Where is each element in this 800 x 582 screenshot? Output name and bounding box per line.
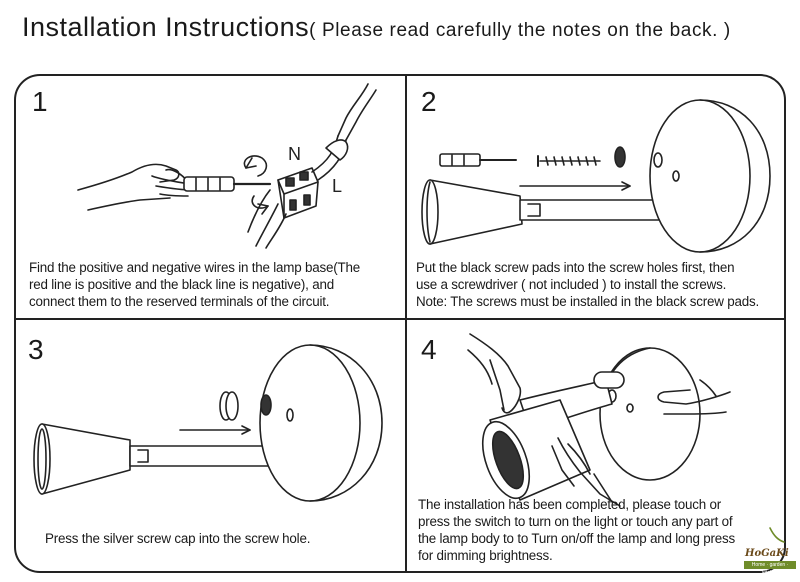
brand-logo: HoGaKi (745, 548, 789, 559)
step-4-number: 4 (421, 334, 437, 365)
step-1-line: connect them to the reserved terminals o… (29, 294, 330, 309)
step-2-line: use a screwdriver ( not included ) to in… (416, 277, 727, 292)
label-l: L (332, 176, 342, 196)
brand-tagline: Home · garden · kitchen (744, 561, 796, 576)
page-title: Installation Instructions( Please read c… (22, 12, 731, 43)
step-3-line: Press the silver screw cap into the scre… (45, 531, 311, 546)
title-note: ( Please read carefully the notes on the… (309, 20, 731, 41)
step-4-caption: The installation has been completed, ple… (418, 496, 735, 564)
step-1-line: Find the positive and negative wires in … (29, 260, 360, 275)
step-2-caption: Put the black screw pads into the screw … (416, 259, 759, 310)
step-1-illustration (77, 83, 377, 249)
instruction-frame (14, 74, 786, 573)
step-3-caption: Press the silver screw cap into the scre… (45, 530, 310, 547)
step-2-line: Put the black screw pads into the screw … (416, 260, 735, 275)
step-1-caption: Find the positive and negative wires in … (29, 259, 360, 310)
step-4-illustration (467, 333, 731, 507)
step-2-illustration (421, 99, 771, 253)
label-n: N (288, 144, 301, 164)
horizontal-divider (14, 318, 786, 320)
step-4-line: for dimming brightness. (418, 548, 553, 563)
step-2-number: 2 (421, 86, 437, 117)
step-4-line: the lamp body to to Turn on/off the lamp… (418, 531, 736, 546)
step-3-number: 3 (28, 334, 44, 365)
step-2-line: Note: The screws must be installed in th… (416, 294, 759, 309)
title-main: Installation Instructions (22, 12, 310, 42)
vertical-divider (405, 74, 407, 573)
step-4-line: press the switch to turn on the light or… (418, 514, 733, 529)
step-4-line: The installation has been completed, ple… (418, 497, 721, 512)
step-3-illustration (33, 344, 383, 502)
step-1-line: red line is positive and the black line … (29, 277, 334, 292)
step-1-number: 1 (32, 86, 48, 117)
